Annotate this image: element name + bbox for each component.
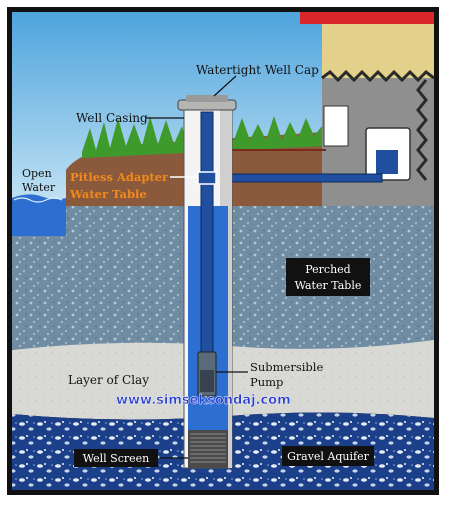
gravel-aquifer-label: Gravel Aquifer xyxy=(287,450,370,463)
pitless-adapter-label: Pitless Adapter xyxy=(70,170,169,184)
house-window xyxy=(323,105,349,147)
perched-label-2: Water Table xyxy=(295,279,362,292)
open-water-deep xyxy=(12,206,66,236)
house-basement-edge xyxy=(321,69,435,83)
water-table-label: Water Table xyxy=(69,187,147,201)
pump-motor xyxy=(200,370,214,392)
well-cap-label: Watertight Well Cap xyxy=(196,63,319,77)
service-line xyxy=(209,173,383,183)
pump-label-2: Pump xyxy=(250,375,283,389)
house-roof xyxy=(300,12,434,24)
perched-label-box xyxy=(286,258,370,296)
clay-layer-label: Layer of Clay xyxy=(68,373,149,387)
drop-pipe xyxy=(200,111,214,359)
cap-leader xyxy=(213,75,237,97)
pitless-adapter xyxy=(197,171,217,185)
gravel-label-box xyxy=(282,446,374,466)
perched-label-1: Perched xyxy=(305,263,350,276)
well-cap-top xyxy=(186,95,228,102)
open-water-waves xyxy=(13,197,63,203)
open-water-label-2: Water xyxy=(22,181,56,194)
well-screen-label: Well Screen xyxy=(83,452,150,465)
house-basement-edge-right xyxy=(416,79,428,181)
grass xyxy=(82,116,326,158)
well-screen-slots xyxy=(190,433,226,463)
pump-label-1: Submersible xyxy=(250,360,323,374)
pressure-tank-base xyxy=(376,150,398,174)
screen-label-box xyxy=(74,449,158,467)
well-casing-label: Well Casing xyxy=(76,111,148,125)
open-water-label-1: Open xyxy=(22,167,52,180)
website-watermark: www.simseksondaj.com xyxy=(116,393,291,408)
